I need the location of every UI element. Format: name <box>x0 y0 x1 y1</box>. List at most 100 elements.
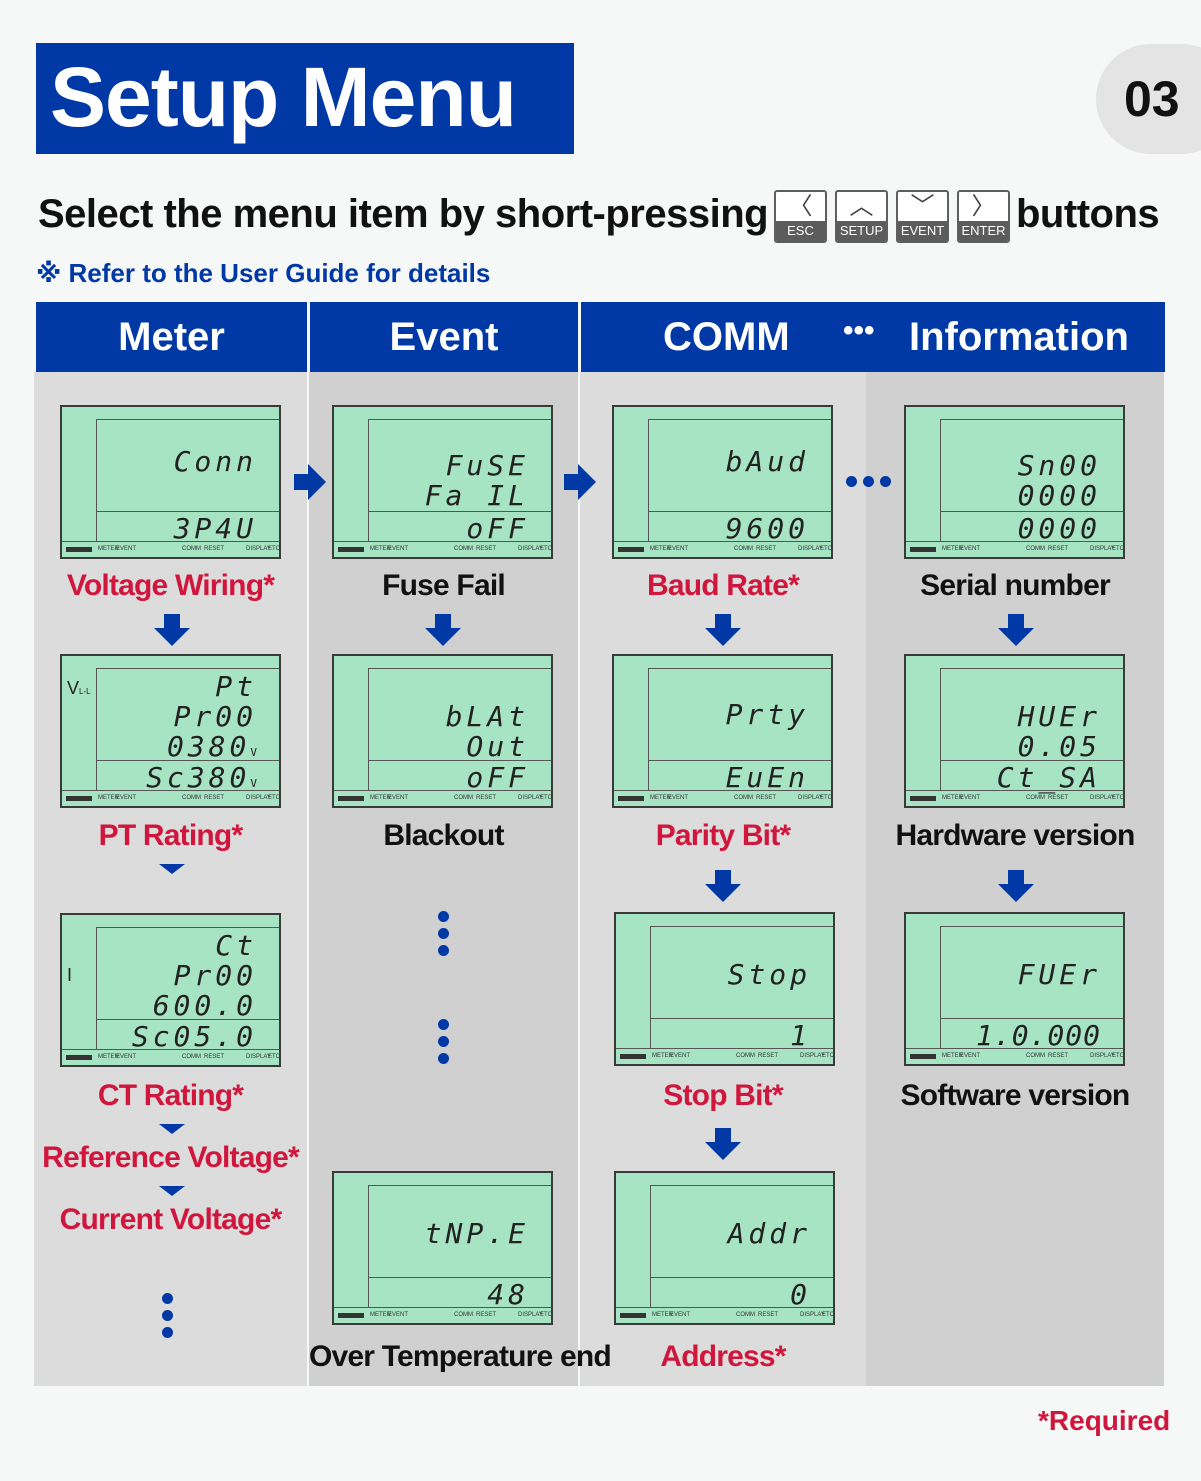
caption-current-voltage: Current Voltage* <box>59 1203 282 1236</box>
lcd-value: Sc05.0 <box>131 1020 257 1053</box>
lcd-text: tNP.E <box>424 1217 529 1250</box>
esc-key-label: ESC <box>776 221 825 241</box>
enter-key-label: ENTER <box>959 221 1008 241</box>
lcd-text: Pt <box>215 670 257 703</box>
lcd-value: 1.0.000 <box>975 1019 1101 1052</box>
chevron-left-icon: 〈 <box>788 193 813 220</box>
lcd-text: 0000 <box>1017 479 1101 512</box>
user-guide-note: ※ Refer to the User Guide for details <box>36 258 491 288</box>
arrow-down-icon <box>159 1124 185 1134</box>
lcd-text: Stop <box>727 958 811 991</box>
arrow-down-icon <box>159 1186 185 1196</box>
information-header: Information <box>909 315 1129 359</box>
ellipsis-icon: ••• <box>843 314 875 347</box>
lcd-value: 1 <box>790 1019 811 1052</box>
arrow-down-icon <box>703 614 743 648</box>
lcd-value: EuEn <box>725 761 809 794</box>
button-keys: 〈 ESC ︿ SETUP ﹀ EVENT 〉 ENTER <box>774 190 1010 244</box>
caption-reference-voltage: Reference Voltage* <box>42 1141 300 1174</box>
lcd-text: Conn <box>173 445 257 478</box>
ellipsis-dot-icon <box>162 1293 173 1304</box>
lcd-text: Pr00 <box>173 700 257 733</box>
setup-key-label: SETUP <box>837 221 886 241</box>
lcd-value: oFF <box>466 761 529 794</box>
lcd-text: Addr <box>727 1217 811 1250</box>
lcd-value: 48 <box>487 1278 529 1311</box>
instruction-text: Select the menu item by short-pressing <box>38 192 769 236</box>
ellipsis-dot-icon <box>438 928 449 939</box>
event-key: ﹀ EVENT <box>896 190 949 243</box>
ellipsis-dot-icon <box>162 1327 173 1338</box>
lcd-tag: VL-L <box>67 678 91 698</box>
comm-information-header: COMM ••• Information <box>581 302 1165 372</box>
arrow-down-icon <box>159 864 185 874</box>
lcd-value: 3P4U <box>173 512 257 545</box>
caption-blackout: Blackout <box>383 819 504 852</box>
arrow-down-icon <box>703 870 743 904</box>
lcd-text: bAud <box>725 445 809 478</box>
page-number: 03 <box>1124 71 1180 127</box>
ellipsis-dot-icon <box>162 1310 173 1321</box>
ellipsis-dot-icon <box>438 1019 449 1030</box>
arrow-down-icon <box>152 614 192 648</box>
lcd-text: Prty <box>725 698 809 731</box>
lcd-text: Out <box>466 730 529 763</box>
lcd-text: Ct <box>215 929 257 962</box>
chevron-up-icon: ︿ <box>849 193 874 220</box>
lcd-value: Sc380V <box>146 761 257 794</box>
lcd-tag: I <box>67 965 73 985</box>
arrow-right-icon <box>564 462 598 502</box>
lcd-text: Fa IL <box>424 479 529 512</box>
arrow-down-icon <box>423 614 463 648</box>
lcd-text: FuSE <box>445 449 529 482</box>
ellipsis-dot-icon <box>880 476 891 487</box>
event-header: Event <box>310 302 578 372</box>
ellipsis-dot-icon <box>438 1036 449 1047</box>
setup-key: ︿ SETUP <box>835 190 888 243</box>
arrow-right-icon <box>294 462 328 502</box>
caption-baud-rate: Baud Rate* <box>646 569 800 602</box>
lcd-text: 0380V <box>166 730 257 763</box>
ellipsis-dot-icon <box>438 911 449 922</box>
lcd-text: Pr00 <box>173 959 257 992</box>
caption-software-version: Software version <box>900 1079 1131 1112</box>
lcd-text: bLAt <box>445 700 529 733</box>
lcd-text: FUEr <box>1017 958 1101 991</box>
lcd-value: 0 <box>790 1278 811 1311</box>
caption-stop-bit: Stop Bit* <box>663 1079 783 1112</box>
arrow-down-icon <box>996 614 1036 648</box>
esc-key: 〈 ESC <box>774 190 827 243</box>
lcd-text: Sn00 <box>1017 449 1101 482</box>
chevron-down-icon: ﹀ <box>910 193 935 220</box>
ellipsis-dot-icon <box>438 945 449 956</box>
caption-voltage-wiring: Voltage Wiring* <box>66 569 275 602</box>
caption-pt-rating: PT Rating* <box>98 819 243 852</box>
event-key-label: EVENT <box>898 221 947 241</box>
page-title: Setup Menu <box>36 43 574 154</box>
lcd-value: oFF <box>466 512 529 545</box>
comm-header: COMM <box>663 315 790 359</box>
arrow-down-icon <box>996 870 1036 904</box>
required-note: *Required <box>1038 1405 1171 1436</box>
